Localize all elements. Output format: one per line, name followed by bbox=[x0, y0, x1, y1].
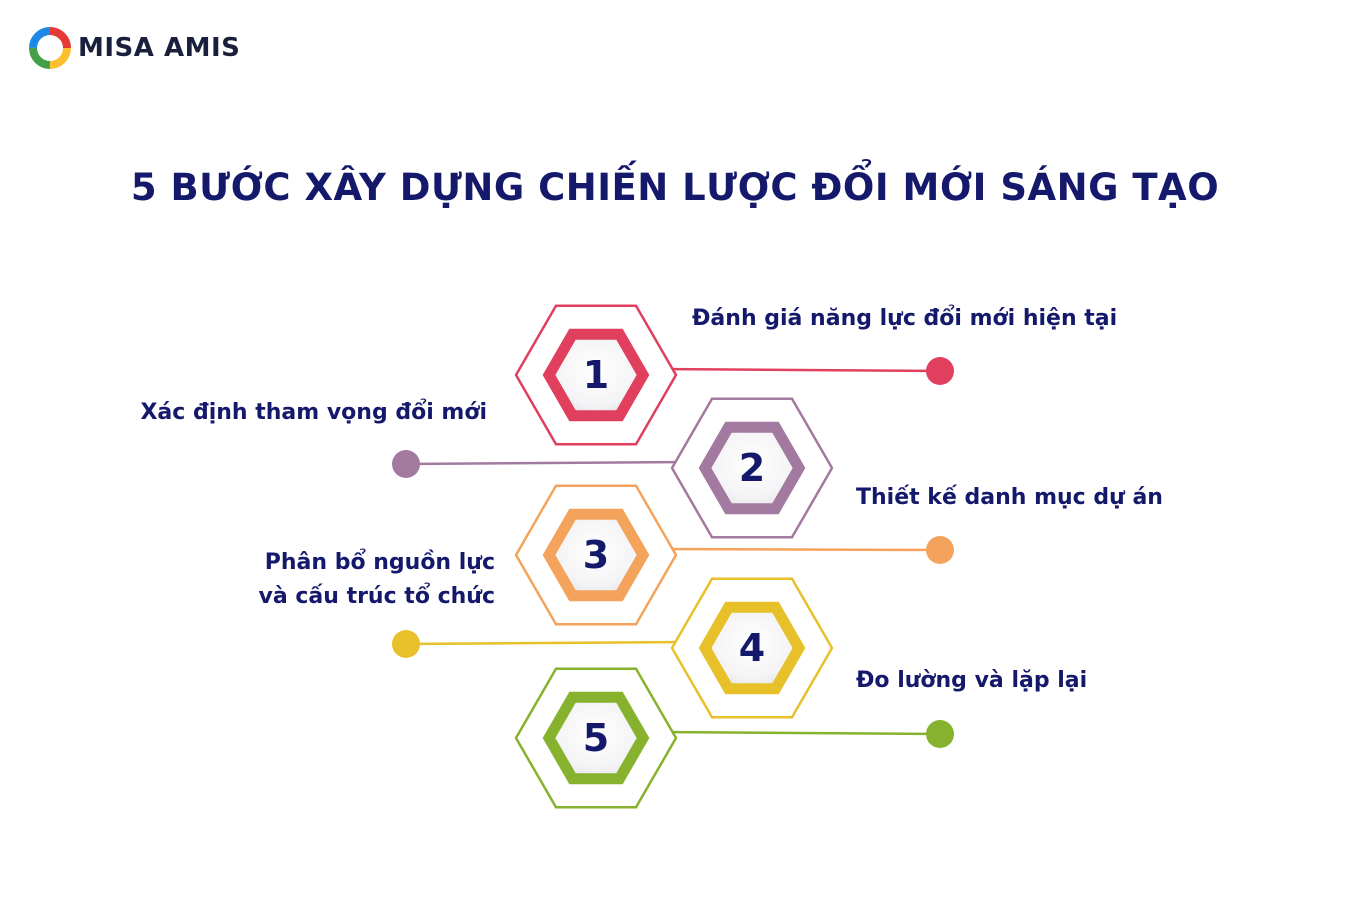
step-2-dot bbox=[392, 450, 420, 478]
step-3-number: 3 bbox=[582, 533, 610, 577]
misa-amis-logo-icon bbox=[29, 27, 71, 69]
step-4-dot bbox=[392, 630, 420, 658]
step-4-label-line-2: và cấu trúc tổ chức bbox=[258, 584, 495, 609]
step-1-number: 1 bbox=[582, 353, 610, 397]
step-3-connector-line bbox=[658, 547, 941, 552]
step-4-inner-hexagon bbox=[698, 601, 806, 695]
step-1-inner-hexagon bbox=[542, 328, 650, 422]
step-5-number: 5 bbox=[582, 716, 610, 760]
step-1-connector-line bbox=[658, 367, 941, 373]
brand-name: MISA AMIS bbox=[78, 33, 241, 63]
step-3-dot bbox=[926, 536, 954, 564]
step-2-label: Xác định tham vọng đổi mới bbox=[140, 400, 487, 425]
step-5-connector-line bbox=[658, 730, 941, 736]
step-4-number: 4 bbox=[738, 626, 766, 670]
step-2-inner-hexagon bbox=[698, 421, 806, 515]
step-3-label: Thiết kế danh mục dự án bbox=[856, 485, 1163, 510]
step-1-label: Đánh giá năng lực đổi mới hiện tại bbox=[692, 306, 1118, 331]
brand-logo: MISA AMIS bbox=[28, 26, 240, 70]
step-2-number: 2 bbox=[738, 446, 766, 490]
step-1-dot bbox=[926, 357, 954, 385]
page-title: 5 BƯỚC XÂY DỰNG CHIẾN LƯỢC ĐỔI MỚI SÁNG … bbox=[130, 166, 1220, 209]
step-4-connector-line bbox=[405, 640, 690, 646]
step-5-dot bbox=[926, 720, 954, 748]
step-2-connector-line bbox=[405, 460, 690, 466]
step-4-label: Phân bổ nguồn lực và cấu trúc tổ chức bbox=[259, 546, 495, 614]
step-5-inner-hexagon bbox=[542, 691, 650, 785]
step-4-label-line-1: Phân bổ nguồn lực bbox=[264, 550, 495, 575]
step-5-label: Đo lường và lặp lại bbox=[856, 668, 1088, 693]
step-3-inner-hexagon bbox=[542, 508, 650, 602]
